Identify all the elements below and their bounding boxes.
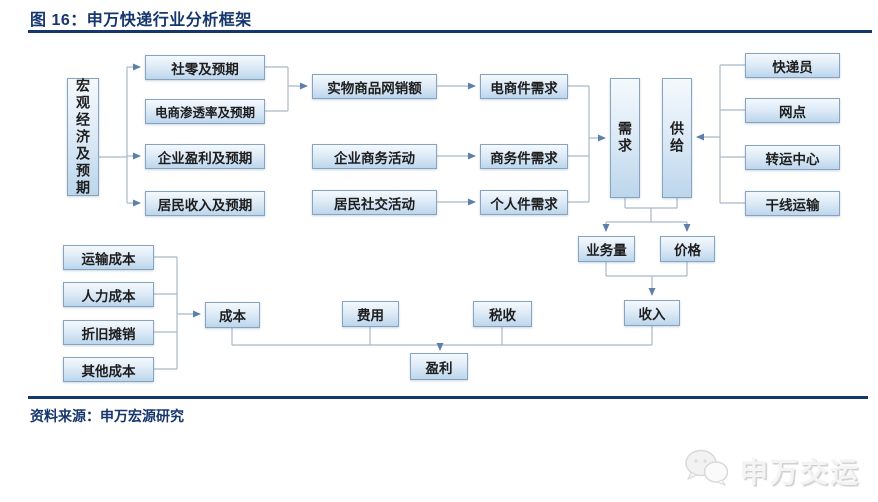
node-labor-cost: 人力成本: [63, 282, 154, 307]
figure-title: 图 16：申万快递行业分析框架: [30, 12, 252, 29]
node-resident-income: 居民收入及预期: [145, 191, 265, 216]
node-macro-economy: 宏观经济及预期: [67, 78, 99, 197]
watermark: 申万交运: [684, 448, 860, 493]
node-business-demand: 商务件需求: [480, 144, 568, 169]
node-revenue: 收入: [624, 300, 680, 326]
node-depreciation: 折旧摊销: [63, 320, 154, 345]
wechat-icon: [684, 448, 730, 493]
title-underline: [28, 30, 872, 33]
node-tax: 税收: [473, 301, 532, 327]
node-demand: 需求: [610, 78, 640, 198]
node-transfer-center: 转运中心: [745, 145, 840, 170]
node-expense: 费用: [342, 301, 399, 327]
node-courier: 快递员: [745, 53, 840, 78]
source-note: 资料来源：申万宏源研究: [30, 408, 184, 424]
node-personal-demand: 个人件需求: [480, 190, 568, 215]
node-other-cost: 其他成本: [63, 357, 154, 382]
watermark-text: 申万交运: [739, 456, 860, 488]
node-outlets: 网点: [745, 98, 840, 123]
node-business-activity: 企业商务活动: [312, 144, 437, 169]
node-transport-cost: 运输成本: [63, 245, 154, 270]
node-ecommerce-demand: 电商件需求: [480, 74, 568, 99]
footer-divider: [28, 396, 868, 399]
node-social-retail: 社零及预期: [145, 55, 265, 80]
node-price: 价格: [660, 236, 715, 262]
node-social-activity: 居民社交活动: [312, 190, 437, 215]
node-profit: 盈利: [410, 353, 468, 380]
node-supply: 供给: [662, 78, 692, 198]
node-cost: 成本: [205, 302, 260, 328]
node-ecommerce-penetration: 电商渗透率及预期: [145, 99, 265, 124]
node-trunk-transport: 干线运输: [745, 191, 840, 216]
node-volume: 业务量: [578, 236, 635, 262]
node-online-goods-sales: 实物商品网销额: [312, 74, 437, 99]
node-corporate-profit: 企业盈利及预期: [145, 144, 265, 169]
